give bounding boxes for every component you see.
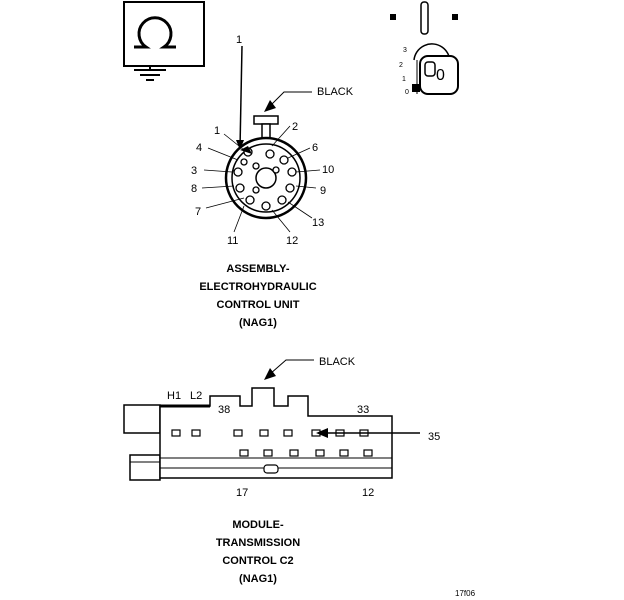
pin-label-10: 10	[322, 164, 334, 176]
pin-label-12: 12	[286, 235, 298, 247]
pin-label-7: 7	[195, 206, 201, 218]
ground-symbol-icon	[123, 1, 205, 81]
tcm-caption-line-1: MODULE-	[232, 519, 284, 531]
tcm-pin-label-17: 17	[236, 487, 248, 499]
tcm-caption-line-3: CONTROL C2	[222, 555, 293, 567]
pin-label-4: 4	[196, 142, 202, 154]
ehcu-caption-line-3: CONTROL UNIT	[217, 299, 300, 311]
key-label: 0	[436, 67, 445, 84]
ehcu-connector: 1 1 4 3 8 7 11 2 6 10 9 13 12 BLACK	[191, 34, 354, 247]
tcm-pin-label-33: 33	[357, 404, 369, 416]
color-label-black-tcm: BLACK	[319, 356, 356, 368]
pin-label-11: 11	[227, 235, 238, 247]
color-label-black-ehcu: BLACK	[317, 86, 354, 98]
key-position-2: 2	[399, 62, 403, 69]
tcm-pin-label-38: 38	[218, 404, 230, 416]
ehcu-caption-line-2: ELECTROHYDRAULIC	[199, 281, 316, 293]
pin-label-8: 8	[191, 183, 197, 195]
pin-label-1-top: 1	[236, 34, 242, 46]
key-position-3: 3	[403, 47, 407, 54]
ehcu-caption: ASSEMBLY- ELECTROHYDRAULIC CONTROL UNIT …	[199, 263, 316, 329]
pin-label-2: 2	[292, 121, 298, 133]
key-position-0: 0	[405, 89, 409, 96]
pin-label-3: 3	[191, 165, 197, 177]
tcm-label-l2: L2	[190, 390, 202, 402]
tcm-caption-line-4: (NAG1)	[239, 573, 277, 585]
tcm-caption: MODULE- TRANSMISSION CONTROL C2 (NAG1)	[216, 519, 300, 585]
pin-label-9: 9	[320, 185, 326, 197]
ehcu-caption-line-4: (NAG1)	[239, 317, 277, 329]
pin-label-1: 1	[214, 125, 220, 137]
tcm-pin-label-12: 12	[362, 487, 374, 499]
figure-id: 17f06	[455, 589, 476, 598]
pin-label-6: 6	[312, 142, 318, 154]
ignition-key-icon: 3 2 1 0 0	[390, 1, 459, 96]
pin-label-13: 13	[312, 217, 324, 229]
tcm-caption-line-2: TRANSMISSION	[216, 537, 300, 549]
tcm-pin-label-35: 35	[428, 431, 440, 443]
tcm-label-h1: H1	[167, 390, 181, 402]
key-position-1: 1	[402, 76, 406, 83]
tcm-connector: H1 L2 38 33 35 17 12 BLACK	[123, 356, 440, 499]
ehcu-caption-line-1: ASSEMBLY-	[226, 263, 290, 275]
